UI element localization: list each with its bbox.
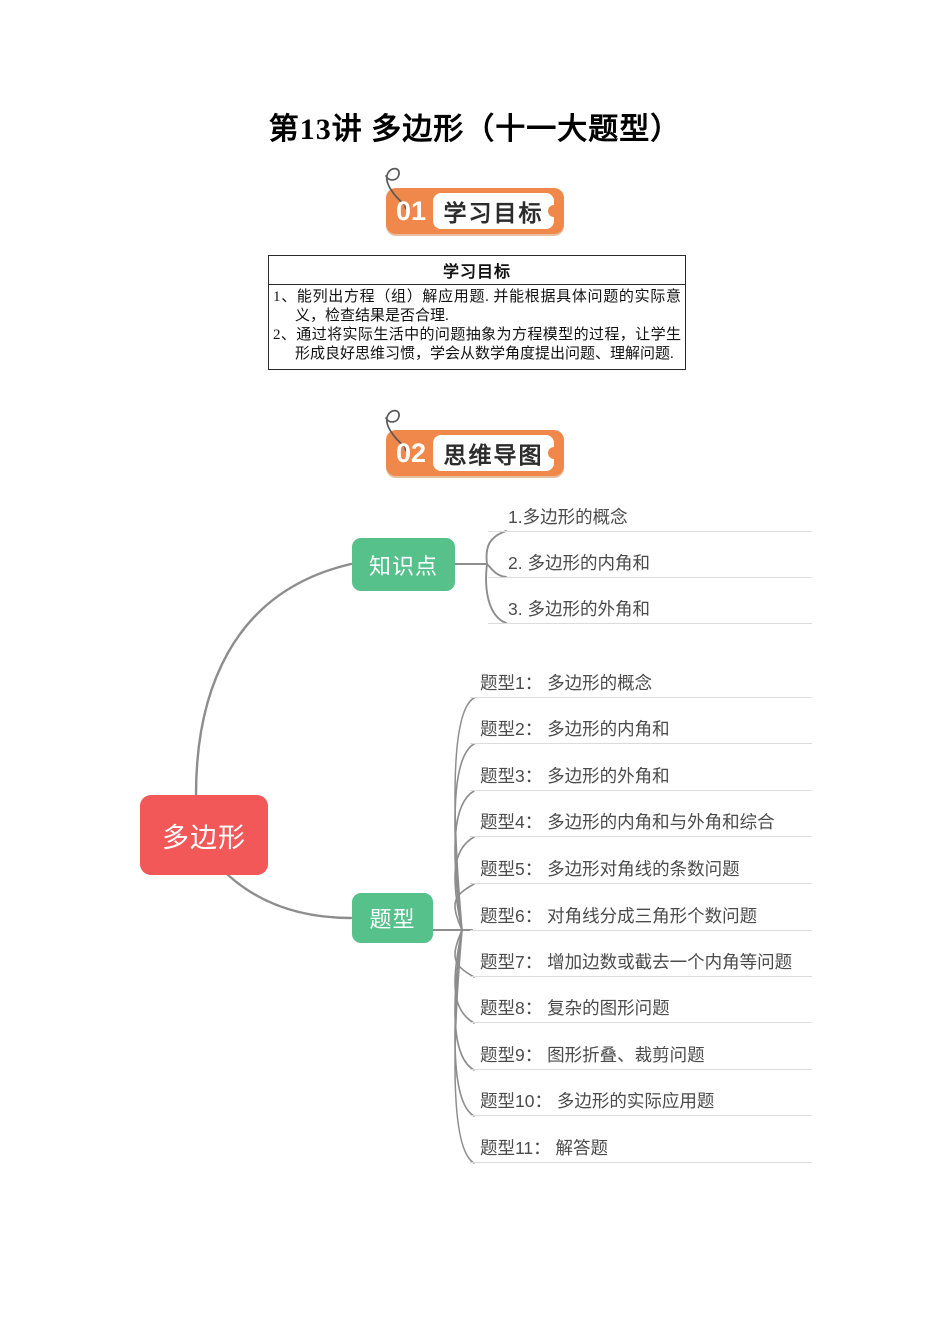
badge-notch (548, 205, 560, 217)
mindmap-leaf-topic: 题型6： 对角线分成三角形个数问题 (470, 901, 812, 931)
mindmap-leaf-topic: 题型5： 多边形对角线的条数问题 (470, 854, 812, 884)
objective-item-1: 1、能列出方程（组）解应用题. 并能根据具体问题的实际意义，检查结果是否合理. (273, 289, 681, 324)
mindmap-leaf-topic: 题型7： 增加边数或截去一个内角等问题 (470, 947, 812, 977)
objective-item-2: 2、通过将实际生活中的问题抽象为方程模型的过程，让学生形成良好思维习惯，学会从数… (273, 327, 681, 362)
mindmap-leaf-topic: 题型1： 多边形的概念 (470, 668, 812, 698)
mindmap-leaf-knowledge: 3. 多边形的外角和 (488, 594, 812, 624)
page-title: 第13讲 多边形（十一大题型） (268, 113, 682, 146)
mindmap-leaf-knowledge: 1.多边形的概念 (488, 502, 812, 532)
mindmap-leaf-topic: 题型4： 多边形的内角和与外角和综合 (470, 807, 812, 837)
mindmap-leaf-topic: 题型2： 多边形的内角和 (470, 714, 812, 744)
section-title: 思维导图 (433, 435, 554, 471)
mindmap-leaf-topic: 题型10： 多边形的实际应用题 (470, 1086, 812, 1116)
section-badge-02: 02 思维导图 (385, 409, 564, 476)
section-badge-01: 01 学习目标 (385, 167, 564, 234)
mindmap-root-node: 多边形 (140, 795, 268, 875)
mindmap-leaf-topic: 题型11： 解答题 (470, 1133, 812, 1163)
badge-notch (548, 447, 560, 459)
mindmap-leaf-topic: 题型3： 多边形的外角和 (470, 761, 812, 791)
section-title: 学习目标 (433, 193, 554, 229)
mindmap-leaf-topic: 题型9： 图形折叠、裁剪问题 (470, 1040, 812, 1070)
mindmap-leaf-topic: 题型8： 复杂的图形问题 (470, 993, 812, 1023)
section-number: 02 (395, 437, 427, 468)
section-number: 01 (395, 195, 427, 226)
objectives-table: 学习目标 1、能列出方程（组）解应用题. 并能根据具体问题的实际意义，检查结果是… (268, 255, 686, 370)
mindmap-branch-topics: 题型 (352, 893, 433, 943)
mindmap-branch-knowledge: 知识点 (352, 538, 455, 591)
objectives-table-header: 学习目标 (268, 255, 686, 285)
mindmap-leaf-knowledge: 2. 多边形的内角和 (488, 548, 812, 578)
